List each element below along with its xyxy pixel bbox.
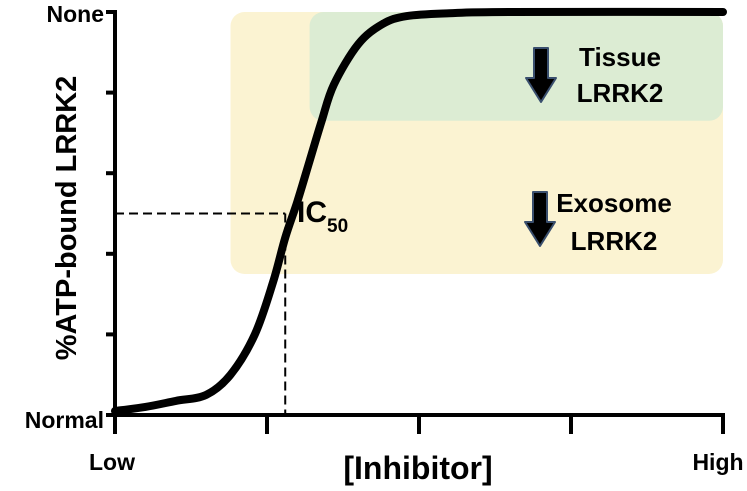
y-tick-label-top: None — [47, 1, 105, 27]
tissue-label-line1: Tissue — [579, 42, 661, 72]
tissue-down-arrow — [525, 47, 557, 103]
exosome-label-line1: Exosome — [556, 188, 672, 218]
regions-layer — [230, 12, 723, 274]
tissue-label-line2: LRRK2 — [577, 78, 664, 108]
ic50-label: IC50 — [297, 196, 348, 237]
y-axis-title: %ATP-bound LRRK2 — [51, 76, 83, 361]
dose-response-curve — [111, 7, 727, 415]
exosome-down-arrow — [524, 191, 556, 247]
tissue-region — [309, 12, 723, 121]
exosome-label-line2: LRRK2 — [571, 226, 658, 256]
x-tick-label-left: Low — [89, 449, 135, 475]
ic50-label-subscript: 50 — [327, 216, 348, 237]
x-axis-title: [Inhibitor] — [343, 450, 492, 486]
x-tick-label-right: High — [692, 449, 743, 475]
arrows-layer — [524, 47, 557, 247]
ic50-label-main: IC — [297, 196, 327, 229]
y-tick-label-bottom: Normal — [25, 407, 104, 433]
